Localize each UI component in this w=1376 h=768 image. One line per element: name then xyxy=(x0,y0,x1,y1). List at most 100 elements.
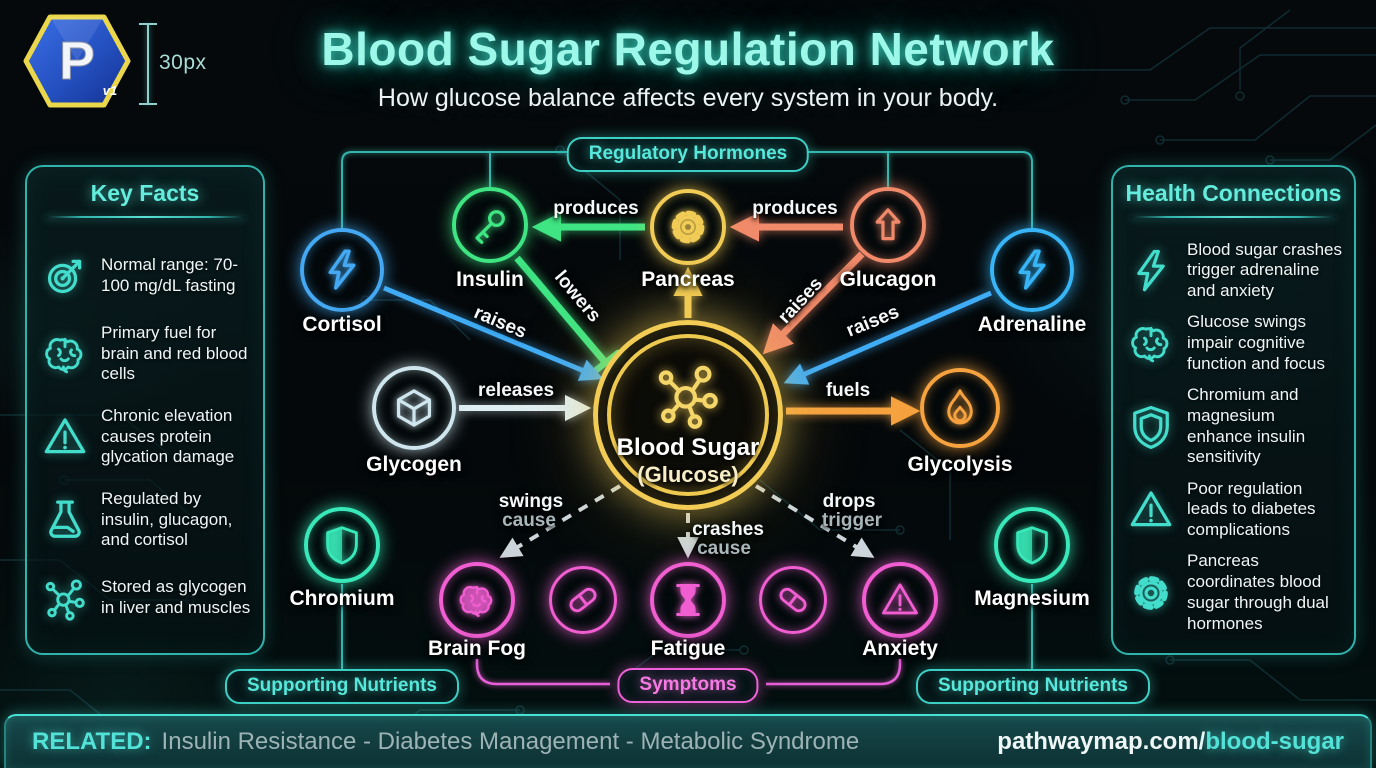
lightning-icon xyxy=(1018,249,1046,290)
node-magnesium xyxy=(994,507,1070,583)
edge-label-drops-trigger: trigger xyxy=(821,510,883,531)
symptom-edges xyxy=(499,484,875,559)
node-blood-sugar: Blood Sugar (Glucose) xyxy=(593,320,783,510)
node-label-magnesium: Magnesium xyxy=(974,587,1090,610)
edge-label-releases: releases xyxy=(477,380,555,401)
key-fact-item: Chronic elevation causes protein glycati… xyxy=(39,406,251,468)
key-fact-text: Regulated by insulin, glucagon, and cort… xyxy=(101,488,233,550)
gear-icon xyxy=(671,210,705,244)
key-fact-text: Normal range: 70-100 mg/dL fasting xyxy=(101,255,239,295)
health-item-text: Glucose swings impair cognitive function… xyxy=(1187,312,1325,373)
key-fact-item: Primary fuel for brain and red blood cel… xyxy=(39,323,251,385)
health-item: Pancreas coordinates blood sugar through… xyxy=(1125,551,1342,634)
logo-version: v1 xyxy=(103,83,117,98)
panel-divider xyxy=(45,216,245,218)
node-adrenaline xyxy=(990,228,1074,312)
shield-icon xyxy=(1133,405,1169,449)
health-item: Poor regulation leads to diabetes compli… xyxy=(1125,479,1342,541)
node-insulin xyxy=(452,187,528,263)
lightning-icon xyxy=(1137,249,1165,291)
flask-icon xyxy=(49,500,81,538)
health-item-text: Pancreas coordinates blood sugar through… xyxy=(1187,551,1329,633)
node-label-cortisol: Cortisol xyxy=(302,313,382,336)
node-label-chromium: Chromium xyxy=(289,587,395,610)
site-url-slug: blood-sugar xyxy=(1205,728,1344,755)
node-chromium xyxy=(304,507,380,583)
health-item: Chromium and magnesium enhance insulin s… xyxy=(1125,385,1342,468)
edge-glucagon-bloodsugar xyxy=(762,251,865,355)
supporting-nutrients-connectors xyxy=(341,584,1033,669)
flame-icon xyxy=(947,389,973,425)
key-fact-text: Chronic elevation causes protein glycati… xyxy=(101,405,235,467)
key-fact-text: Stored as glycogen in liver and muscles xyxy=(101,577,251,618)
edge-label-crashes-cause: cause xyxy=(697,538,751,559)
key-fact-item: Normal range: 70-100 mg/dL fasting xyxy=(39,250,251,302)
edge-cortisol-bloodsugar xyxy=(383,285,604,381)
badge-symptoms: Symptoms xyxy=(617,668,759,703)
related-items: Insulin Resistance - Diabetes Management… xyxy=(161,728,860,755)
brain-icon xyxy=(1131,327,1169,363)
lightning-icon xyxy=(328,249,356,290)
edge-label-drops: drops xyxy=(822,491,876,512)
site-url-link[interactable]: pathwaymap.com/blood-sugar xyxy=(997,728,1344,756)
edge-label-swings: swings xyxy=(498,491,564,512)
logo-letter: P xyxy=(59,31,95,91)
warning-icon xyxy=(44,418,86,454)
related-label: RELATED: xyxy=(32,728,152,755)
page-subtitle: How glucose balance affects every system… xyxy=(377,84,999,112)
key-facts-title: Key Facts xyxy=(90,180,200,206)
page-title: Blood Sugar Regulation Network xyxy=(321,23,1055,75)
node-pill-left xyxy=(549,566,617,634)
brain-icon xyxy=(45,337,83,374)
edge-label-fuels: fuels xyxy=(825,380,871,401)
health-item: Glucose swings impair cognitive function… xyxy=(1125,312,1342,374)
warning-icon xyxy=(1130,491,1172,526)
key-icon xyxy=(475,210,505,244)
key-fact-item: Regulated by insulin, glucagon, and cort… xyxy=(39,489,251,551)
center-node-label: Blood Sugar xyxy=(616,434,760,461)
node-pancreas xyxy=(650,189,726,265)
node-label-glycogen: Glycogen xyxy=(366,453,462,476)
edge-adrenaline-bloodsugar xyxy=(783,290,992,385)
site-url-base: pathwaymap.com/ xyxy=(997,728,1206,755)
node-label-insulin: Insulin xyxy=(456,268,524,291)
target-icon xyxy=(47,259,82,293)
key-fact-item: Stored as glycogen in liver and muscles xyxy=(39,572,251,624)
logo-measure-ruler xyxy=(139,23,157,105)
node-label-adrenaline: Adrenaline xyxy=(977,313,1087,336)
health-connections-panel: Health Connections Blood sugar crashes t… xyxy=(1111,165,1356,655)
molecule-icon xyxy=(45,579,85,621)
node-label-fatigue: Fatigue xyxy=(650,637,726,660)
node-label-glycolysis: Glycolysis xyxy=(907,453,1013,476)
brand-logo: P v1 xyxy=(20,10,134,112)
up-arrow-icon xyxy=(875,208,901,241)
panel-divider xyxy=(1131,216,1336,218)
node-glycolysis xyxy=(920,368,1000,448)
node-cortisol xyxy=(300,228,384,312)
logo-measure-value: 30px xyxy=(159,51,207,74)
badge-regulatory-hormones: Regulatory Hormones xyxy=(566,137,810,172)
edge-label-produces-pancreas: produces xyxy=(752,198,838,219)
footer-bar: RELATED: Insulin Resistance - Diabetes Ma… xyxy=(4,714,1372,768)
node-fatigue xyxy=(650,562,726,638)
pill-icon xyxy=(569,587,597,613)
brain-icon xyxy=(459,585,493,618)
node-pill-right xyxy=(759,566,827,634)
edge-label-swings-cause: cause xyxy=(502,510,556,531)
node-label-anxiety: Anxiety xyxy=(862,637,938,660)
node-label-pancreas: Pancreas xyxy=(641,268,735,291)
related-links: RELATED: Insulin Resistance - Diabetes Ma… xyxy=(32,728,859,756)
regulatory-hormones-connector xyxy=(341,151,1033,229)
warning-icon xyxy=(882,583,918,615)
key-fact-text: Primary fuel for brain and red blood cel… xyxy=(101,322,248,384)
hourglass-icon xyxy=(676,584,700,616)
node-glucagon xyxy=(850,187,926,263)
node-label-glucagon: Glucagon xyxy=(839,268,937,291)
health-item-text: Blood sugar crashes trigger adrenaline a… xyxy=(1187,239,1342,301)
shield-icon xyxy=(326,526,358,565)
shield-icon xyxy=(1016,526,1048,565)
center-node-sublabel: (Glucose) xyxy=(637,462,739,487)
molecule-icon xyxy=(658,365,718,429)
